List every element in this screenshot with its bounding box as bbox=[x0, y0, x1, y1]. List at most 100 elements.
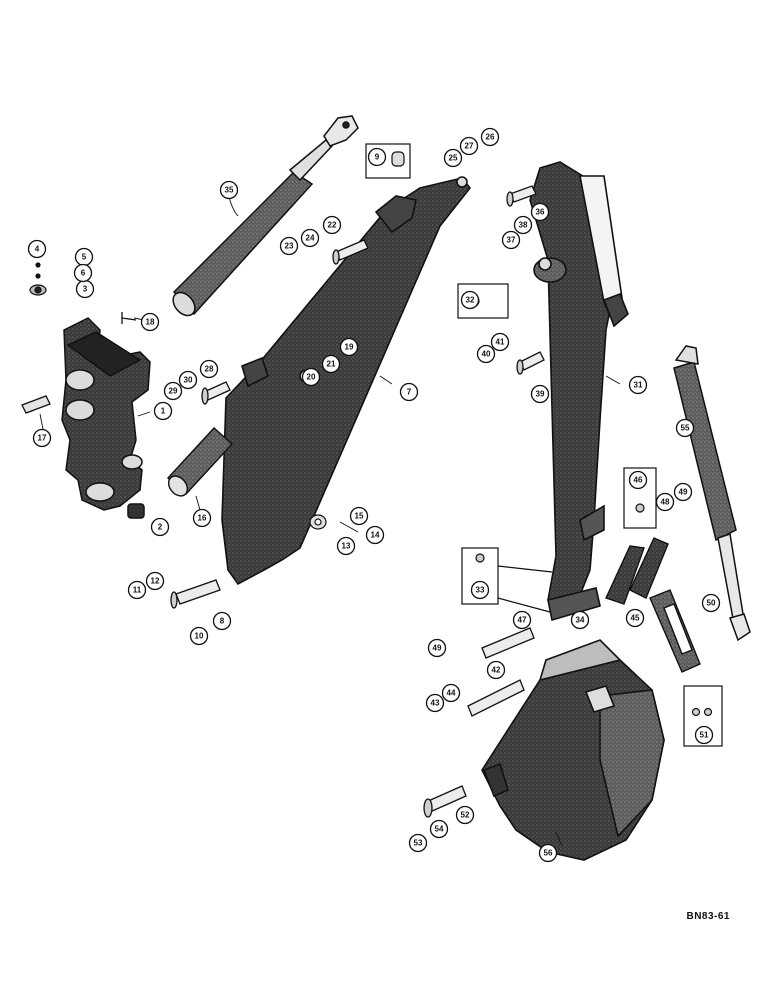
callout-number: 43 bbox=[431, 699, 440, 708]
callout-number: 52 bbox=[461, 811, 470, 820]
callout-49: 49 bbox=[427, 638, 447, 658]
callout-circle bbox=[408, 833, 428, 853]
callout-number: 15 bbox=[355, 512, 364, 521]
callout-48: 48 bbox=[655, 492, 675, 512]
callout-number: 31 bbox=[634, 381, 643, 390]
pin-17-part bbox=[21, 395, 51, 414]
swing-frame-part bbox=[61, 317, 151, 519]
callout-number: 39 bbox=[536, 390, 545, 399]
callout-circle bbox=[694, 725, 714, 745]
callout-circle bbox=[365, 525, 385, 545]
callout-6: 6 bbox=[73, 263, 93, 283]
callout-22: 22 bbox=[322, 215, 342, 235]
callout-circle bbox=[27, 239, 47, 259]
bucket-part bbox=[481, 639, 665, 861]
callout-number: 35 bbox=[225, 186, 234, 195]
callout-circle bbox=[476, 344, 496, 364]
callout-number: 48 bbox=[661, 498, 670, 507]
callout-number: 51 bbox=[700, 731, 709, 740]
link-50-part bbox=[649, 589, 701, 673]
callout-number: 17 bbox=[38, 434, 47, 443]
callout-circle bbox=[530, 202, 550, 222]
callout-12: 12 bbox=[145, 571, 165, 591]
callout-24: 24 bbox=[300, 228, 320, 248]
callout-number: 25 bbox=[449, 154, 458, 163]
callout-46: 46 bbox=[628, 470, 648, 490]
callout-2: 2 bbox=[150, 517, 170, 537]
callout-35: 35 bbox=[219, 180, 239, 200]
callout-55: 55 bbox=[675, 418, 695, 438]
callout-number: 21 bbox=[327, 360, 336, 369]
callout-number: 49 bbox=[433, 644, 442, 653]
callout-circle bbox=[32, 428, 52, 448]
callout-51: 51 bbox=[694, 725, 714, 745]
callout-3: 3 bbox=[75, 279, 95, 299]
callout-circle bbox=[459, 136, 479, 156]
callout-circle bbox=[673, 482, 693, 502]
callout-number: 20 bbox=[307, 373, 316, 382]
callout-number: 47 bbox=[518, 616, 527, 625]
callout-number: 44 bbox=[447, 689, 456, 698]
callout-14: 14 bbox=[365, 525, 385, 545]
callout-circle bbox=[339, 337, 359, 357]
callout-circle bbox=[212, 611, 232, 631]
callout-50: 50 bbox=[701, 593, 721, 613]
pin-36-part bbox=[506, 185, 537, 207]
pin-28-part bbox=[201, 381, 231, 405]
callout-40: 40 bbox=[476, 344, 496, 364]
callout-41: 41 bbox=[490, 332, 510, 352]
callout-18: 18 bbox=[140, 312, 160, 332]
callout-circle bbox=[199, 359, 219, 379]
callout-circle bbox=[73, 263, 93, 283]
callout-number: 9 bbox=[375, 153, 380, 162]
callout-circle bbox=[501, 230, 521, 250]
callout-number: 28 bbox=[205, 365, 214, 374]
callout-4: 4 bbox=[27, 239, 47, 259]
callout-layer: 1234567891011121314151617181920212223242… bbox=[27, 127, 721, 863]
callout-number: 18 bbox=[146, 318, 155, 327]
callout-circle bbox=[513, 215, 533, 235]
callout-23: 23 bbox=[279, 236, 299, 256]
callout-circle bbox=[192, 508, 212, 528]
callout-7: 7 bbox=[399, 382, 419, 402]
callout-number: 33 bbox=[476, 586, 485, 595]
callout-34: 34 bbox=[570, 610, 590, 630]
callout-circle bbox=[145, 571, 165, 591]
callout-number: 50 bbox=[707, 599, 716, 608]
callout-29: 29 bbox=[163, 381, 183, 401]
callout-20: 20 bbox=[301, 367, 321, 387]
callout-circle bbox=[150, 517, 170, 537]
callout-30: 30 bbox=[178, 370, 198, 390]
callout-9: 9 bbox=[367, 147, 387, 167]
callout-number: 13 bbox=[342, 542, 351, 551]
callout-circle bbox=[530, 384, 550, 404]
callout-31: 31 bbox=[628, 375, 648, 395]
callout-number: 42 bbox=[492, 666, 501, 675]
dipper-stick-part bbox=[529, 161, 629, 622]
callout-number: 3 bbox=[83, 285, 88, 294]
callout-circle bbox=[441, 683, 461, 703]
callout-number: 46 bbox=[634, 476, 643, 485]
washer-15-part bbox=[309, 514, 327, 530]
callout-circle bbox=[460, 290, 480, 310]
pin-22-part bbox=[332, 239, 369, 265]
callout-number: 7 bbox=[407, 388, 412, 397]
callout-19: 19 bbox=[339, 337, 359, 357]
callout-54: 54 bbox=[429, 819, 449, 839]
callout-1: 1 bbox=[153, 401, 173, 421]
callout-number: 27 bbox=[465, 142, 474, 151]
callout-number: 41 bbox=[496, 338, 505, 347]
pin-16-part bbox=[167, 427, 233, 497]
callout-circle bbox=[628, 470, 648, 490]
callout-number: 19 bbox=[345, 343, 354, 352]
callout-number: 34 bbox=[576, 616, 585, 625]
callout-number: 54 bbox=[435, 825, 444, 834]
callout-number: 14 bbox=[371, 531, 380, 540]
detail-box-46 bbox=[623, 467, 657, 529]
callout-32: 32 bbox=[460, 290, 480, 310]
callout-number: 24 bbox=[306, 234, 315, 243]
callout-8: 8 bbox=[212, 611, 232, 631]
callout-number: 36 bbox=[536, 208, 545, 217]
callout-10: 10 bbox=[189, 626, 209, 646]
